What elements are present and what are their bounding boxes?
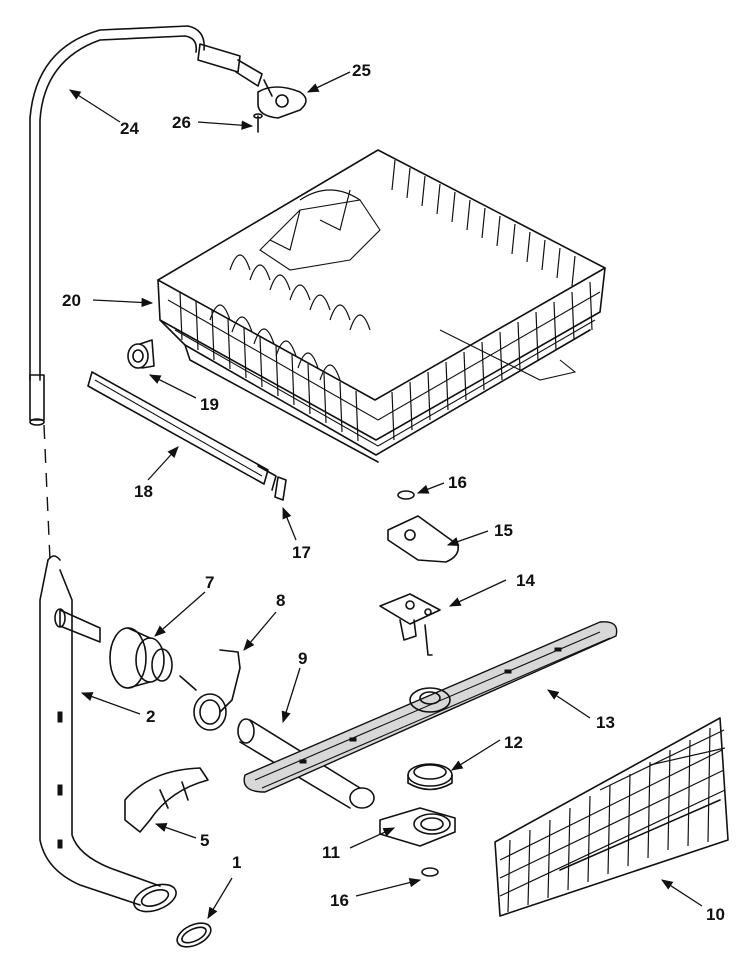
spray-tube-part-2 [39, 555, 177, 913]
label-part-17: 17 [292, 543, 311, 562]
rack-wheel-part-19 [127, 339, 155, 369]
spray-arm-part-13 [243, 621, 618, 793]
label-part-18: 18 [134, 482, 153, 501]
bracket-part-25 [257, 79, 307, 119]
label-part-11: 11 [322, 843, 340, 862]
label-part-16a: 16 [448, 473, 467, 492]
label-part-20: 20 [62, 291, 81, 310]
washer-part-16-lower [421, 867, 439, 877]
washer-part-16-upper [397, 490, 415, 500]
label-part-25: 25 [352, 61, 371, 80]
label-part-12: 12 [504, 733, 523, 752]
hub-cap-part-15 [387, 515, 460, 563]
label-part-10: 10 [706, 905, 725, 924]
supply-tube-part-24 [29, 25, 263, 426]
label-part-1: 1 [232, 853, 241, 872]
label-part-8: 8 [276, 591, 285, 610]
leader-lines [69, 71, 703, 920]
screw-part-26 [253, 113, 263, 133]
label-part-15: 15 [494, 521, 513, 540]
o-ring-part-1 [176, 922, 212, 948]
rail-clip-part-17 [274, 476, 287, 501]
label-part-9: 9 [298, 649, 307, 668]
label-part-24: 24 [120, 119, 139, 138]
rack-rail-part-18 [87, 371, 277, 491]
seal-ring-part-12 [407, 763, 453, 791]
label-part-5: 5 [200, 831, 209, 850]
bearing-bracket-part-14 [379, 593, 441, 656]
manifold-part-11 [379, 807, 456, 847]
guard-part-5 [124, 767, 209, 833]
hub-part-7 [109, 627, 173, 689]
label-part-16b: 16 [330, 891, 349, 910]
clip-part-8 [179, 649, 241, 731]
label-part-2: 2 [146, 707, 155, 726]
label-part-19: 19 [200, 395, 219, 414]
label-part-26: 26 [172, 113, 191, 132]
label-part-14: 14 [516, 571, 535, 590]
dish-rack-part-20 [157, 149, 606, 463]
label-part-7: 7 [205, 573, 214, 592]
silverware-basket-part-10 [494, 717, 729, 917]
label-part-13: 13 [596, 713, 615, 732]
